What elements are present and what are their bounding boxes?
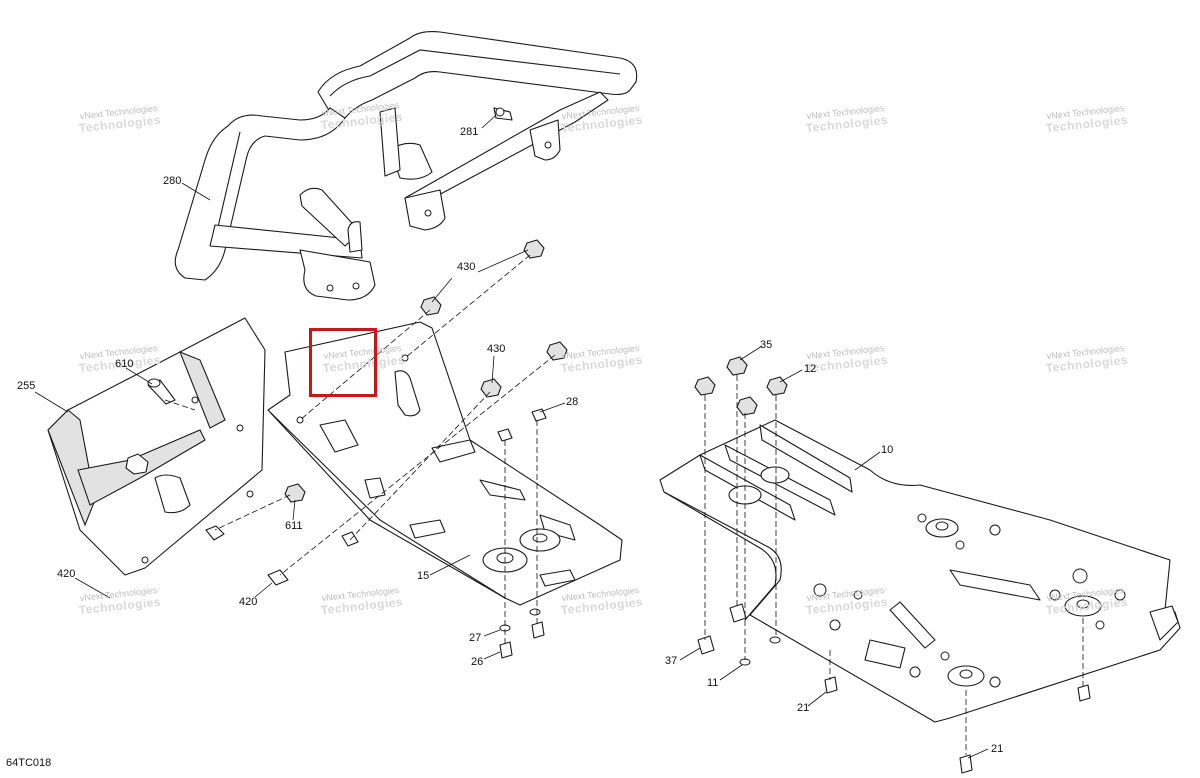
callout-12[interactable]: 12 [804,363,817,375]
callout-281[interactable]: 281 [460,126,479,138]
callout-10[interactable]: 10 [881,444,894,456]
skid-plate-10[interactable] [659,419,1181,723]
callout-610[interactable]: 610 [115,358,134,370]
nut-430-mid[interactable] [420,296,442,316]
bolt-15[interactable] [341,531,359,547]
callout-35[interactable]: 35 [760,339,773,351]
callout-26[interactable]: 26 [471,656,484,668]
callout-430[interactable]: 430 [487,343,506,355]
callout-430[interactable]: 430 [457,261,476,273]
bolt-21[interactable] [824,676,1091,774]
assembly-dash-lines [164,254,1084,755]
callout-420[interactable]: 420 [57,568,76,580]
nut-430-right[interactable] [480,378,502,398]
callout-21[interactable]: 21 [991,743,1004,755]
nut-35[interactable] [726,356,748,376]
bumper-frame-280[interactable] [174,31,638,301]
nut-255[interactable] [125,453,149,475]
washer-27[interactable] [499,608,541,632]
callout-27[interactable]: 27 [469,632,482,644]
nut-611[interactable] [284,483,306,503]
nut-430-upper[interactable] [523,239,545,259]
bolt-281[interactable] [493,107,513,121]
callout-15[interactable]: 15 [417,570,430,582]
bracket-255[interactable] [47,317,266,576]
callout-28[interactable]: 28 [566,396,579,408]
nut-12[interactable] [694,376,788,416]
callout-420[interactable]: 420 [239,596,258,608]
bolt-26[interactable] [499,621,545,659]
callout-11[interactable]: 11 [707,677,719,689]
bolt-37[interactable] [697,603,747,655]
callout-37[interactable]: 37 [665,655,678,667]
washer-11[interactable] [739,636,781,666]
bolt-420-left[interactable] [205,525,225,541]
highlight-box [309,328,377,397]
fastener-28[interactable] [497,408,547,442]
callout-280[interactable]: 280 [163,175,182,187]
stud-610[interactable] [147,378,176,405]
callout-611[interactable]: 611 [285,520,303,532]
nut-430-far[interactable] [546,341,568,361]
callout-255[interactable]: 255 [17,380,36,392]
bolt-420-right[interactable] [267,569,289,586]
diagram-id: 64TC018 [6,757,52,769]
callout-21[interactable]: 21 [797,702,810,714]
leader-lines [34,114,989,759]
